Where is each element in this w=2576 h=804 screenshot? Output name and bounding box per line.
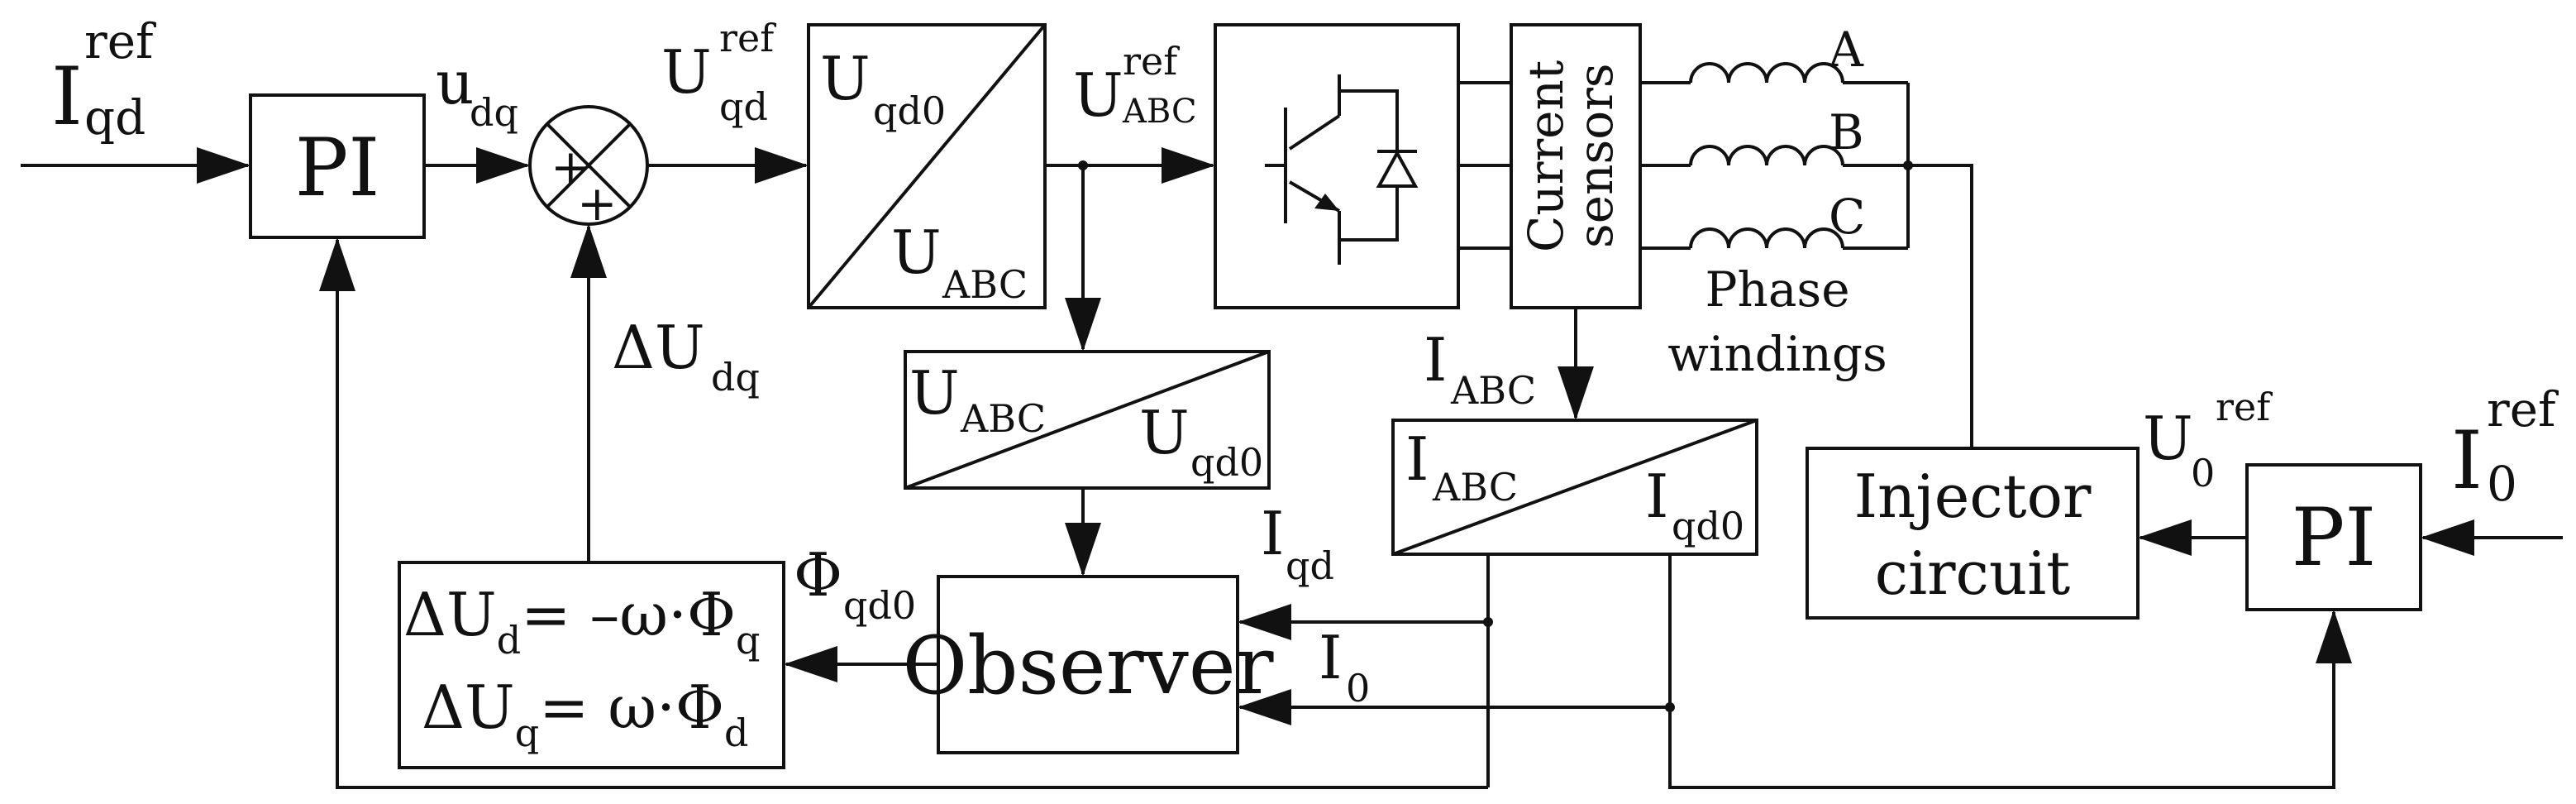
injector-label-1: Injector bbox=[1854, 462, 2092, 531]
uabc-ref-label: U bbox=[1073, 60, 1123, 130]
sum-plus-bottom: + bbox=[577, 175, 618, 232]
i0-ref-sub: 0 bbox=[2487, 456, 2517, 512]
iabc-label: I bbox=[1424, 325, 1447, 395]
pi-controller-2 bbox=[2245, 463, 2422, 611]
uqd-ref-label: U bbox=[661, 37, 712, 107]
observer-block bbox=[937, 575, 1239, 754]
t2-right-label: U bbox=[1139, 398, 1190, 467]
u0-ref-label: U bbox=[2143, 404, 2193, 473]
phi-sub: qd0 bbox=[843, 583, 916, 628]
t3-right-sub: qd0 bbox=[1672, 504, 1744, 548]
t1-top-sub: qd0 bbox=[873, 89, 946, 133]
i0-feedback-label: I bbox=[1319, 623, 1342, 692]
t3-left-sub: ABC bbox=[1432, 465, 1518, 510]
current-sensors-label-2: sensors bbox=[1567, 63, 1624, 248]
observer-label: Observer bbox=[902, 620, 1273, 712]
t1-top-label: U bbox=[820, 44, 871, 113]
t2-left-label: U bbox=[909, 358, 960, 428]
phase-winding-c bbox=[1689, 227, 1844, 249]
uabc-ref-sub: ABC bbox=[1122, 93, 1197, 131]
phase-c-label: C bbox=[1829, 189, 1865, 245]
i0-ref-label: I bbox=[2451, 414, 2483, 507]
uabc-ref-sup: ref bbox=[1123, 39, 1180, 84]
phase-a-label: A bbox=[1828, 22, 1864, 78]
iqd-feedback-sub: qd bbox=[1286, 543, 1334, 588]
feedforward-equations-block bbox=[398, 561, 785, 769]
phase-winding-a bbox=[1689, 62, 1844, 84]
iqd-ref-label: I bbox=[51, 50, 83, 143]
uqd-ref-sub: qd bbox=[719, 84, 768, 129]
t1-bottom-label: U bbox=[891, 218, 942, 287]
i0-ref-sup: ref bbox=[2487, 381, 2559, 438]
i0-feedback-sub: 0 bbox=[1346, 666, 1370, 711]
iqd-feedback-label: I bbox=[1261, 499, 1284, 568]
pi1-label: PI bbox=[295, 122, 380, 214]
equation-delta-uq: ΔUq= ω·Φd bbox=[422, 672, 748, 755]
current-sensors-label-1: Current bbox=[1518, 60, 1574, 252]
phi-label: Φ bbox=[794, 540, 842, 610]
phase-windings-label-2: windings bbox=[1667, 326, 1887, 382]
iqd-ref-sup: ref bbox=[84, 13, 156, 69]
uqd-ref-sup: ref bbox=[719, 16, 776, 60]
delta-udq-sub: dq bbox=[711, 355, 760, 400]
phase-winding-b bbox=[1689, 145, 1844, 166]
phase-b-label: B bbox=[1829, 104, 1864, 160]
u0-ref-sub: 0 bbox=[2191, 451, 2215, 495]
iabc-sub: ABC bbox=[1450, 368, 1536, 413]
delta-udq-label: ΔU bbox=[612, 313, 705, 382]
t2-left-sub: ABC bbox=[960, 396, 1046, 441]
pi-controller-1 bbox=[249, 93, 426, 239]
t2-right-sub: qd0 bbox=[1190, 440, 1263, 485]
inverter-block bbox=[1214, 23, 1460, 309]
t1-bottom-sub: ABC bbox=[942, 262, 1028, 307]
t3-right-label: I bbox=[1645, 462, 1668, 531]
igbt-diode-icon bbox=[1265, 74, 1419, 265]
u0-ref-sup: ref bbox=[2216, 385, 2273, 429]
udq-sub: dq bbox=[470, 90, 518, 135]
injector-label-2: circuit bbox=[1875, 538, 2070, 608]
equation-delta-ud: ΔUd= –ω·Φq bbox=[403, 580, 760, 663]
iqd-ref-sub: qd bbox=[84, 89, 145, 146]
udq-label: u bbox=[436, 48, 474, 117]
sum-plus-top: + bbox=[551, 139, 591, 195]
phase-windings-label-1: Phase bbox=[1705, 261, 1849, 318]
t3-left-label: I bbox=[1405, 424, 1429, 494]
pi2-label: PI bbox=[2292, 491, 2377, 584]
